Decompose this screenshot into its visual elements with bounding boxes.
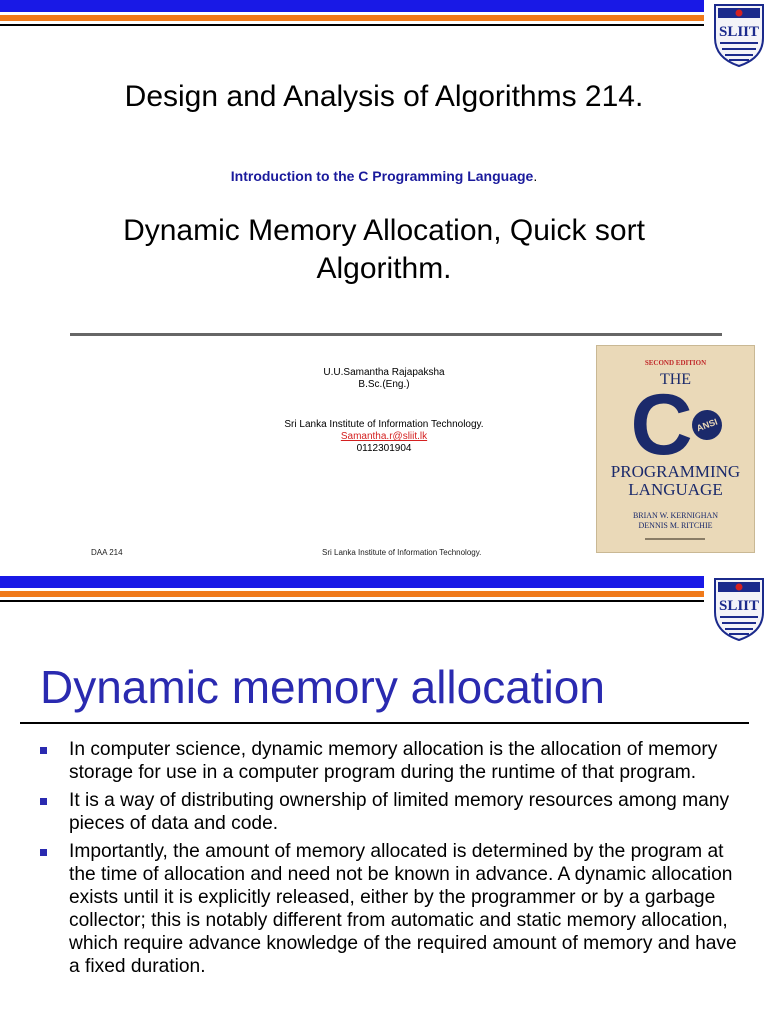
header-thin-rule <box>0 24 704 26</box>
header-orange-band <box>0 15 704 21</box>
header-blue-band <box>0 0 704 12</box>
heading-divider <box>20 722 749 724</box>
title-slide: SLIIT Design and Analysis of Algorithms … <box>0 0 768 557</box>
bullet-text: It is a way of distributing ownership of… <box>69 790 730 834</box>
bullet-text: In computer science, dynamic memory allo… <box>69 739 718 783</box>
bullet-list: In computer science, dynamic memory allo… <box>40 738 740 983</box>
footer-institute: Sri Lanka Institute of Information Techn… <box>322 548 482 557</box>
course-title: Design and Analysis of Algorithms 214. <box>124 80 644 113</box>
lecture-title-line1: Dynamic Memory Allocation, Quick sort <box>123 214 645 247</box>
course-subtitle: Introduction to the C Programming Langua… <box>0 168 768 184</box>
author-phone: 0112301904 <box>356 443 412 454</box>
list-item: It is a way of distributing ownership of… <box>40 789 740 835</box>
svg-text:SLIIT: SLIIT <box>719 598 759 614</box>
book-edition: SECOND EDITION <box>644 359 707 367</box>
subtitle-period: . <box>533 168 538 184</box>
list-item: Importantly, the amount of memory alloca… <box>40 840 740 978</box>
list-item: In computer science, dynamic memory allo… <box>40 738 740 784</box>
header-thin-rule <box>0 600 704 602</box>
book-the: THE <box>659 371 692 388</box>
author-degree: B.Sc.(Eng.) <box>358 379 410 390</box>
book-cover-image: SECOND EDITION THE C ANSI C PROGRAMMING … <box>596 345 755 553</box>
subtitle-text: Introduction to the C Programming Langua… <box>230 168 534 184</box>
content-slide: SLIIT Dynamic memory allocation In compu… <box>0 572 768 1024</box>
book-publisher-line <box>645 538 705 540</box>
book-line1: PROGRAMMING <box>610 462 741 481</box>
header-blue-band <box>0 576 704 588</box>
lecture-title: Dynamic Memory Allocation, Quick sort Al… <box>0 212 768 288</box>
book-author1: BRIAN W. KERNIGHAN <box>632 511 719 520</box>
svg-text:SLIIT: SLIIT <box>719 24 759 40</box>
sliit-logo: SLIIT <box>712 2 766 68</box>
author-email-link[interactable]: Samantha.r@sliit.lk <box>340 431 428 442</box>
author-name: U.U.Samantha Rajapaksha <box>323 367 445 378</box>
bullet-square-icon <box>40 798 47 805</box>
footer-course-code: DAA 214 <box>91 548 123 557</box>
book-line2: LANGUAGE <box>628 480 723 499</box>
book-author2: DENNIS M. RITCHIE <box>638 521 713 530</box>
slide-heading: Dynamic memory allocation <box>40 661 605 713</box>
sliit-logo: SLIIT <box>712 576 766 642</box>
bullet-text: Importantly, the amount of memory alloca… <box>69 841 737 977</box>
bullet-square-icon <box>40 849 47 856</box>
author-institute: Sri Lanka Institute of Information Techn… <box>284 419 484 430</box>
title-divider <box>70 333 722 336</box>
book-letter: C <box>630 377 693 473</box>
lecture-title-line2: Algorithm. <box>316 252 452 285</box>
header-orange-band <box>0 591 704 597</box>
author-email-row: Samantha.r@sliit.lk <box>224 431 544 443</box>
bullet-square-icon <box>40 747 47 754</box>
